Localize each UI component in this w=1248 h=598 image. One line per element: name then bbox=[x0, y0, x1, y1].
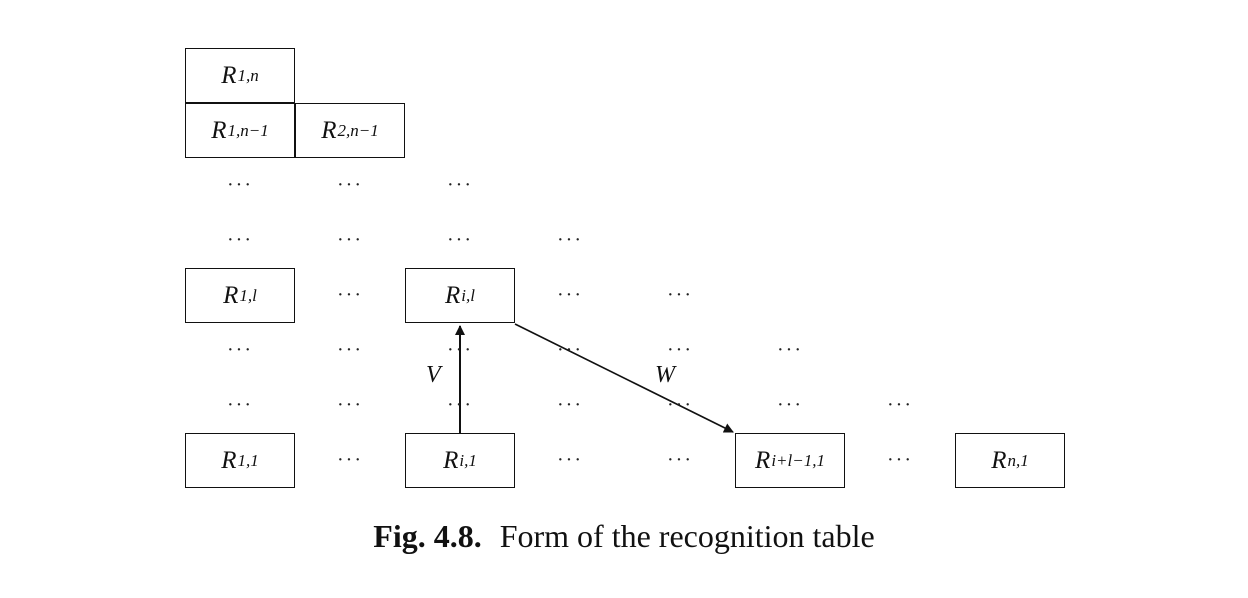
cell-subscript: 1,l bbox=[239, 285, 257, 305]
cell-subscript: i,l bbox=[461, 285, 475, 305]
edge-label-v: V bbox=[426, 362, 441, 388]
ellipsis: ··· bbox=[337, 174, 363, 196]
cell-base: R bbox=[221, 446, 237, 474]
ellipsis: ··· bbox=[667, 284, 693, 306]
ellipsis: ··· bbox=[777, 339, 803, 361]
cell-subscript: 1,n bbox=[237, 65, 259, 85]
ellipsis: ··· bbox=[337, 229, 363, 251]
cell-base: R bbox=[321, 116, 337, 144]
caption-text: Form of the recognition table bbox=[499, 518, 875, 554]
ellipsis: ··· bbox=[557, 339, 583, 361]
arrow-w bbox=[514, 323, 734, 433]
ellipsis: ··· bbox=[227, 339, 253, 361]
ellipsis: ··· bbox=[447, 229, 473, 251]
cell-subscript: 1,n−1 bbox=[227, 120, 269, 140]
cell-subscript: 1,1 bbox=[237, 450, 259, 470]
figure-caption: Fig. 4.8. Form of the recognition table bbox=[0, 518, 1248, 555]
cell-subscript: n,1 bbox=[1007, 450, 1029, 470]
ellipsis: ··· bbox=[227, 174, 253, 196]
ellipsis: ··· bbox=[667, 394, 693, 416]
cell-base: R bbox=[211, 116, 227, 144]
ellipsis: ··· bbox=[667, 449, 693, 471]
ellipsis: ··· bbox=[447, 174, 473, 196]
ellipsis: ··· bbox=[337, 449, 363, 471]
ellipsis: ··· bbox=[557, 449, 583, 471]
edge-label-w: W bbox=[655, 362, 675, 388]
ellipsis: ··· bbox=[777, 394, 803, 416]
cell-base: R bbox=[445, 281, 461, 309]
cell-base: R bbox=[991, 446, 1007, 474]
ellipsis: ··· bbox=[557, 394, 583, 416]
ellipsis: ··· bbox=[557, 229, 583, 251]
cell-subscript: i+l−1,1 bbox=[771, 450, 825, 470]
ellipsis: ··· bbox=[667, 339, 693, 361]
cell-base: R bbox=[223, 281, 239, 309]
cell-subscript: i,1 bbox=[459, 450, 477, 470]
cell-base: R bbox=[755, 446, 771, 474]
ellipsis: ··· bbox=[887, 449, 913, 471]
ellipsis: ··· bbox=[227, 394, 253, 416]
ellipsis: ··· bbox=[887, 394, 913, 416]
ellipsis: ··· bbox=[337, 394, 363, 416]
ellipsis: ··· bbox=[337, 339, 363, 361]
cell-base: R bbox=[221, 61, 237, 89]
cell-base: R bbox=[443, 446, 459, 474]
ellipsis: ··· bbox=[557, 284, 583, 306]
caption-number: Fig. 4.8. bbox=[373, 518, 482, 554]
ellipsis: ··· bbox=[447, 394, 473, 416]
ellipsis: ··· bbox=[337, 284, 363, 306]
ellipsis: ··· bbox=[447, 339, 473, 361]
cell-subscript: 2,n−1 bbox=[337, 120, 379, 140]
ellipsis: ··· bbox=[227, 229, 253, 251]
